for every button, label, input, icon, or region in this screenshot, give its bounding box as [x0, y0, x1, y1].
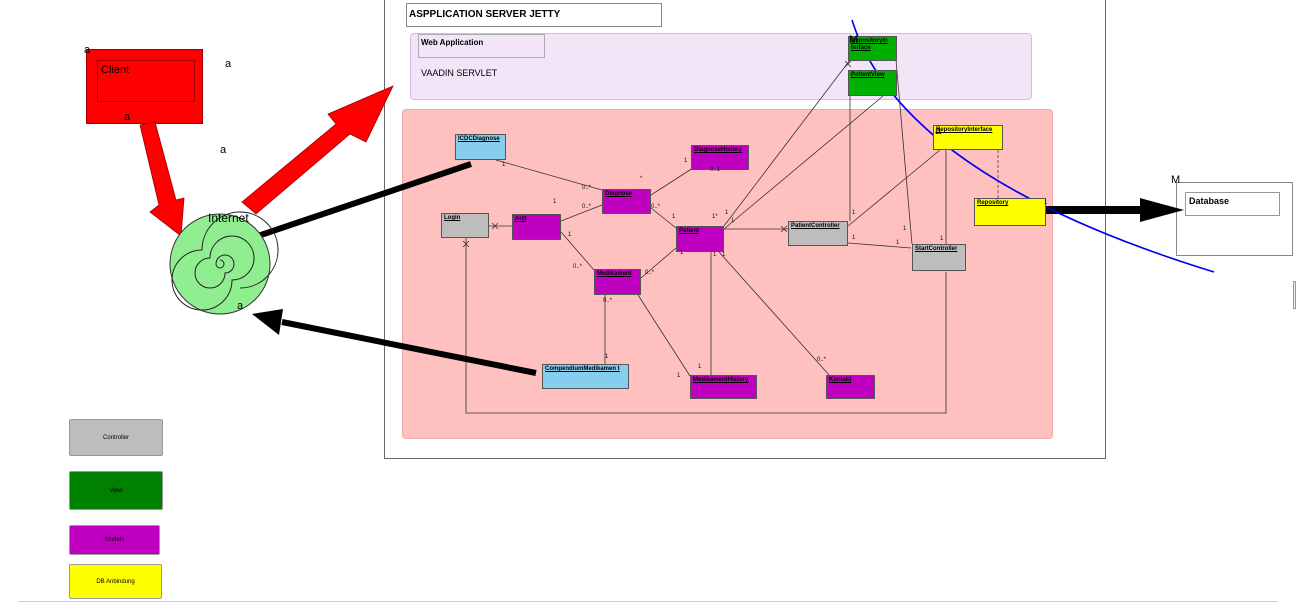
mult-label: 1	[722, 252, 726, 258]
mult-label: 1	[672, 214, 676, 220]
mult-label: 1	[940, 236, 944, 242]
mult-label: 1	[605, 354, 609, 360]
mult-label: 1*	[712, 214, 718, 220]
mult-label: 0..*	[582, 185, 592, 191]
mult-label: 1	[698, 364, 702, 370]
class-patient-controller: PatientController	[788, 221, 848, 246]
mult-label: 1	[852, 235, 856, 241]
mult-label: 0..*	[645, 270, 655, 276]
mult-label: 0..1	[710, 167, 721, 173]
class-start-controller: StartController	[912, 244, 966, 271]
marker-a: a	[220, 144, 227, 156]
class-patient: Patient	[676, 226, 724, 252]
marker-m: M	[1171, 174, 1181, 186]
class-kontakt: Kontakt	[826, 375, 875, 399]
mult-label: 1	[896, 240, 900, 246]
application-server-frame	[384, 0, 1106, 459]
class-compendium-medikament: CompendiumMedikamen t	[542, 364, 629, 389]
mult-label: 1	[852, 210, 856, 216]
legend-controller: Controller	[69, 419, 163, 456]
class-medikament: Medikament	[594, 269, 641, 295]
class-login: Login	[441, 213, 489, 238]
marker-a: a	[225, 58, 232, 70]
marker-a: a	[124, 111, 131, 123]
mult-label: 1	[677, 373, 681, 379]
class-repository: Repository	[974, 198, 1046, 226]
mult-label: 0..*	[573, 264, 583, 270]
marker-a: a	[84, 44, 91, 56]
web-application-zone	[410, 33, 1032, 100]
mult-label: 0..*	[817, 357, 827, 363]
vaadin-servlet-label: VAADIN SERVLET	[421, 68, 498, 78]
marker-a: a	[237, 300, 244, 312]
application-server-title: ASPPLICATION SERVER JETTY	[406, 3, 662, 27]
mult-label: 1	[502, 162, 506, 168]
client-label-box: Client	[97, 60, 195, 102]
web-application-title: Web Application	[418, 34, 545, 58]
legend-db-anbindung: DB Anbindung	[69, 564, 162, 599]
mult-label: 1	[1044, 200, 1048, 206]
mult-label: 1	[731, 218, 735, 224]
class-icdc-diagnose: ICDCDiagnose	[455, 134, 506, 160]
mult-label: 1	[553, 199, 557, 205]
mult-label: 1	[713, 252, 717, 258]
marker-m: M	[849, 34, 859, 46]
marker-a: a	[935, 125, 942, 137]
bottom-divider	[18, 601, 1278, 602]
internet-label: Internet	[208, 211, 249, 225]
mult-label: 1	[725, 210, 729, 216]
class-repository-interface-view: RepositoryIn terface	[848, 36, 897, 61]
legend-view: View	[69, 471, 163, 510]
mult-label: 0..*	[651, 204, 661, 210]
scroll-handle[interactable]	[1293, 281, 1296, 309]
database-label-box: Database	[1185, 192, 1280, 216]
class-diagnose-history: DiagnoseHistory	[691, 145, 749, 170]
client-node	[86, 49, 203, 124]
mult-label: 1	[568, 232, 572, 238]
database-node	[1176, 182, 1293, 256]
mult-label: 0..*	[603, 298, 613, 304]
class-diagnose: Diagnose	[602, 189, 651, 214]
legend-models: Models	[69, 525, 160, 555]
mult-label: 1	[903, 226, 907, 232]
mult-label: 1	[680, 250, 684, 256]
class-arzt: Arzt	[512, 214, 561, 240]
class-medikament-history: MedikamentHistory	[690, 375, 757, 399]
class-repository-interface: RepositoryInterface	[933, 125, 1003, 150]
mult-label: *	[640, 176, 643, 182]
mult-label: 0..*	[582, 204, 592, 210]
mult-label: 1	[684, 158, 688, 164]
class-patient-view: PatientView	[848, 70, 897, 96]
